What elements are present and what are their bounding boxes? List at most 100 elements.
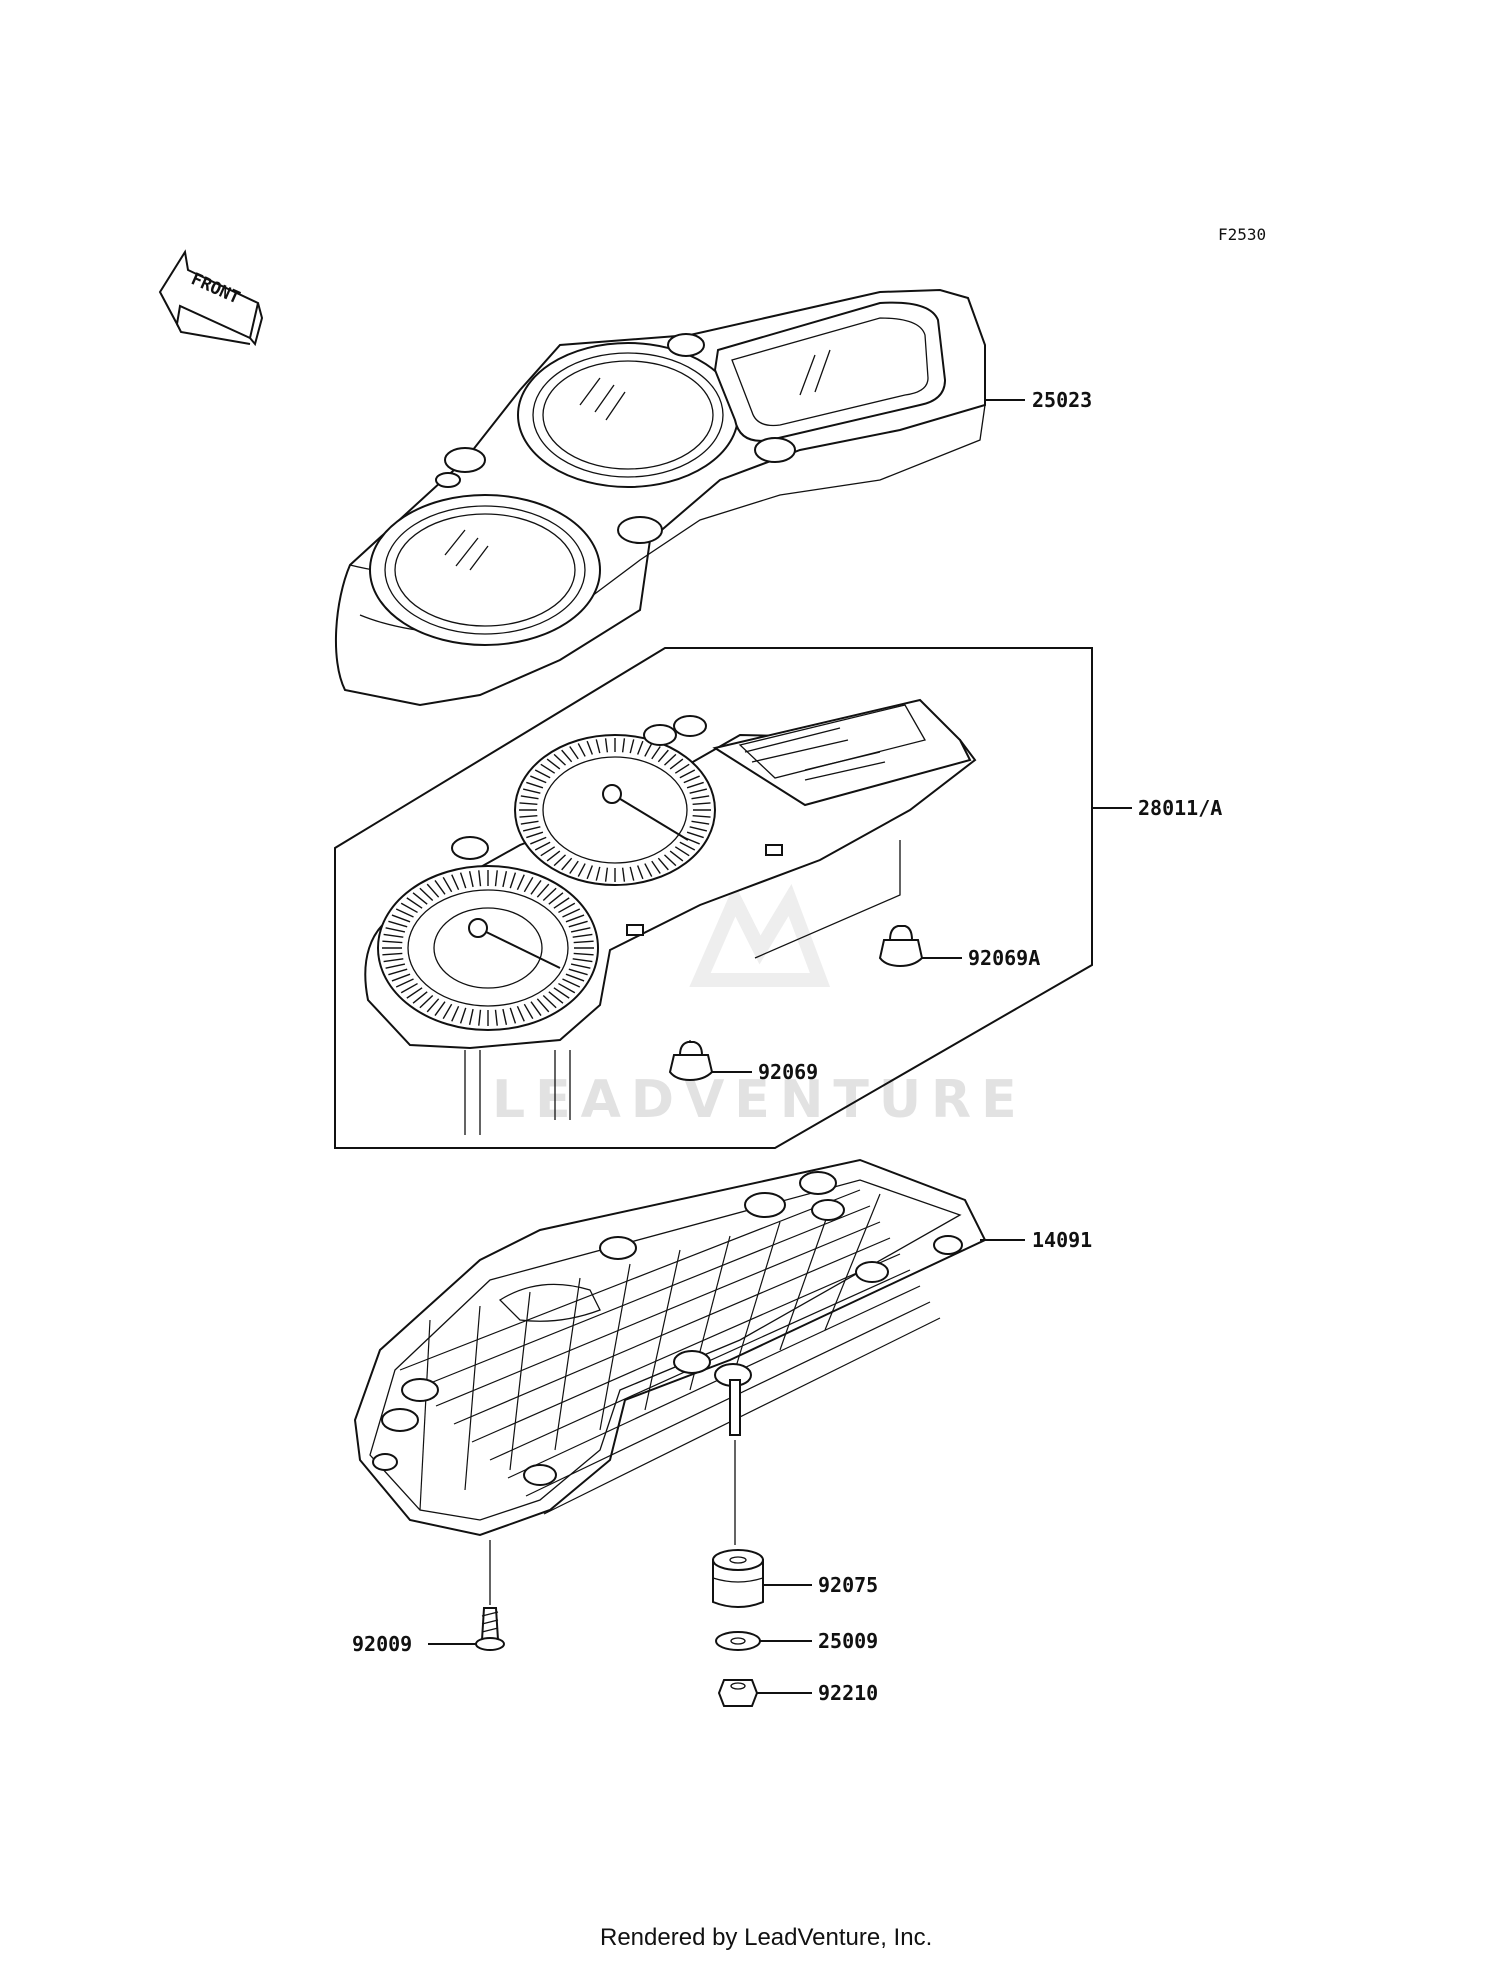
gauge-tick (561, 857, 573, 871)
gauge-tick (548, 991, 564, 1004)
gauge-tick (522, 788, 541, 794)
case-rib-line (824, 1193, 881, 1331)
gauge-tick (644, 863, 653, 877)
gauge-tick (565, 914, 585, 923)
gauge-tick (562, 908, 581, 918)
gauge-tick (553, 753, 566, 766)
gauge-tick (522, 826, 541, 832)
gauge-tick (388, 920, 408, 928)
meter-assy-frame (334, 647, 1093, 1149)
gauge-tick (621, 867, 626, 882)
gauge-tick (523, 876, 534, 893)
gauge-tick (683, 775, 700, 784)
gauge-tick (548, 892, 564, 905)
callout-92069a: 92069A (968, 946, 1040, 970)
gauge-tick (629, 866, 635, 881)
gauge-tick (540, 763, 556, 774)
gauge-tick (686, 831, 704, 839)
gauge-tick (595, 866, 601, 881)
gauge-tick (385, 963, 406, 969)
case-rib-line (453, 1237, 891, 1425)
case-rib-line (644, 1249, 681, 1411)
callout-25009: 25009 (818, 1629, 878, 1653)
gauge-tick (395, 978, 414, 988)
meter-assy-part (364, 698, 977, 1135)
gauge-tick (523, 1003, 534, 1020)
gauge-tick (689, 788, 708, 794)
gauge-tick (577, 743, 586, 757)
gauge-tick (478, 870, 482, 887)
gauge-tick (388, 968, 408, 976)
gauge-tick (586, 865, 594, 880)
case-rib-line (525, 1301, 931, 1497)
tachometer-ticks (382, 870, 594, 1026)
gauge-tick (434, 880, 446, 895)
case-rib-line (543, 1317, 941, 1515)
gauge-tick (568, 968, 588, 976)
gauge-tick (391, 973, 411, 982)
gauge-tick (568, 920, 588, 928)
case-rib-line (507, 1285, 921, 1479)
gauge-tick (621, 738, 626, 753)
gauge-tick (534, 769, 551, 779)
gauge-tick (573, 940, 594, 944)
gauge-tick (664, 753, 677, 766)
gauge-tick (383, 958, 404, 963)
gauge-tick (691, 820, 710, 825)
gauge-tick (679, 841, 696, 851)
case-rib-line (779, 1207, 831, 1351)
gauge-tick (572, 958, 593, 963)
gauge-tick (595, 739, 601, 754)
gauge-tick (419, 994, 434, 1009)
gauge-tick (468, 871, 474, 888)
gauge-tick (604, 867, 609, 882)
gauge-tick (692, 802, 711, 806)
case-rib-line (599, 1263, 631, 1431)
gauge-tick (419, 887, 434, 902)
gauge-tick (629, 739, 635, 754)
gauge-tick (406, 897, 423, 909)
gauge-tick (553, 897, 570, 909)
gauge-tick (553, 987, 570, 999)
gauge-tick (536, 998, 550, 1013)
gauge-tick (558, 982, 576, 994)
watermark-text: LEADVENTURE (492, 1070, 1027, 1130)
gauge-tick (669, 850, 684, 862)
gauge-tick (689, 826, 708, 832)
gauge-tick (494, 1009, 498, 1026)
gauge-tick (509, 1007, 517, 1024)
case-rib-line (419, 1319, 431, 1511)
gauge-tick (536, 883, 550, 898)
gauge-tick (382, 952, 403, 956)
gauge-tick (434, 1001, 446, 1016)
gauge-tick (679, 769, 696, 779)
callout-14091: 14091 (1032, 1228, 1092, 1252)
gauge-tick (509, 872, 517, 889)
gauge-tick (534, 841, 551, 851)
case-rib-line (509, 1291, 531, 1471)
callout-92075: 92075 (818, 1573, 878, 1597)
gauge-tick (573, 952, 594, 956)
gauge-tick (451, 874, 460, 891)
gauge-tick (674, 846, 690, 857)
nut-92210-part (717, 1679, 759, 1707)
gauge-tick (516, 1005, 525, 1022)
front-arrow-icon: FRONT (158, 249, 264, 347)
bulb-92069a-part (754, 840, 924, 968)
case-rib-line (554, 1277, 581, 1451)
figure-code: F2530 (1218, 225, 1266, 244)
case-rib-line (734, 1221, 781, 1371)
gauge-tick (636, 740, 644, 755)
gauge-tick (644, 743, 653, 757)
gauge-tick (383, 933, 404, 938)
gauge-tick (569, 860, 579, 874)
gauge-tick (530, 1001, 542, 1016)
gauge-tick (442, 876, 453, 893)
gauge-tick (400, 982, 418, 994)
gauge-tick (526, 831, 544, 839)
gauge-tick (577, 863, 586, 877)
footer-credit: Rendered by LeadVenture, Inc. (600, 1924, 932, 1951)
damper-92075-part (712, 1549, 764, 1608)
gauge-tick (478, 1009, 482, 1026)
gauge-tick (502, 1008, 508, 1025)
